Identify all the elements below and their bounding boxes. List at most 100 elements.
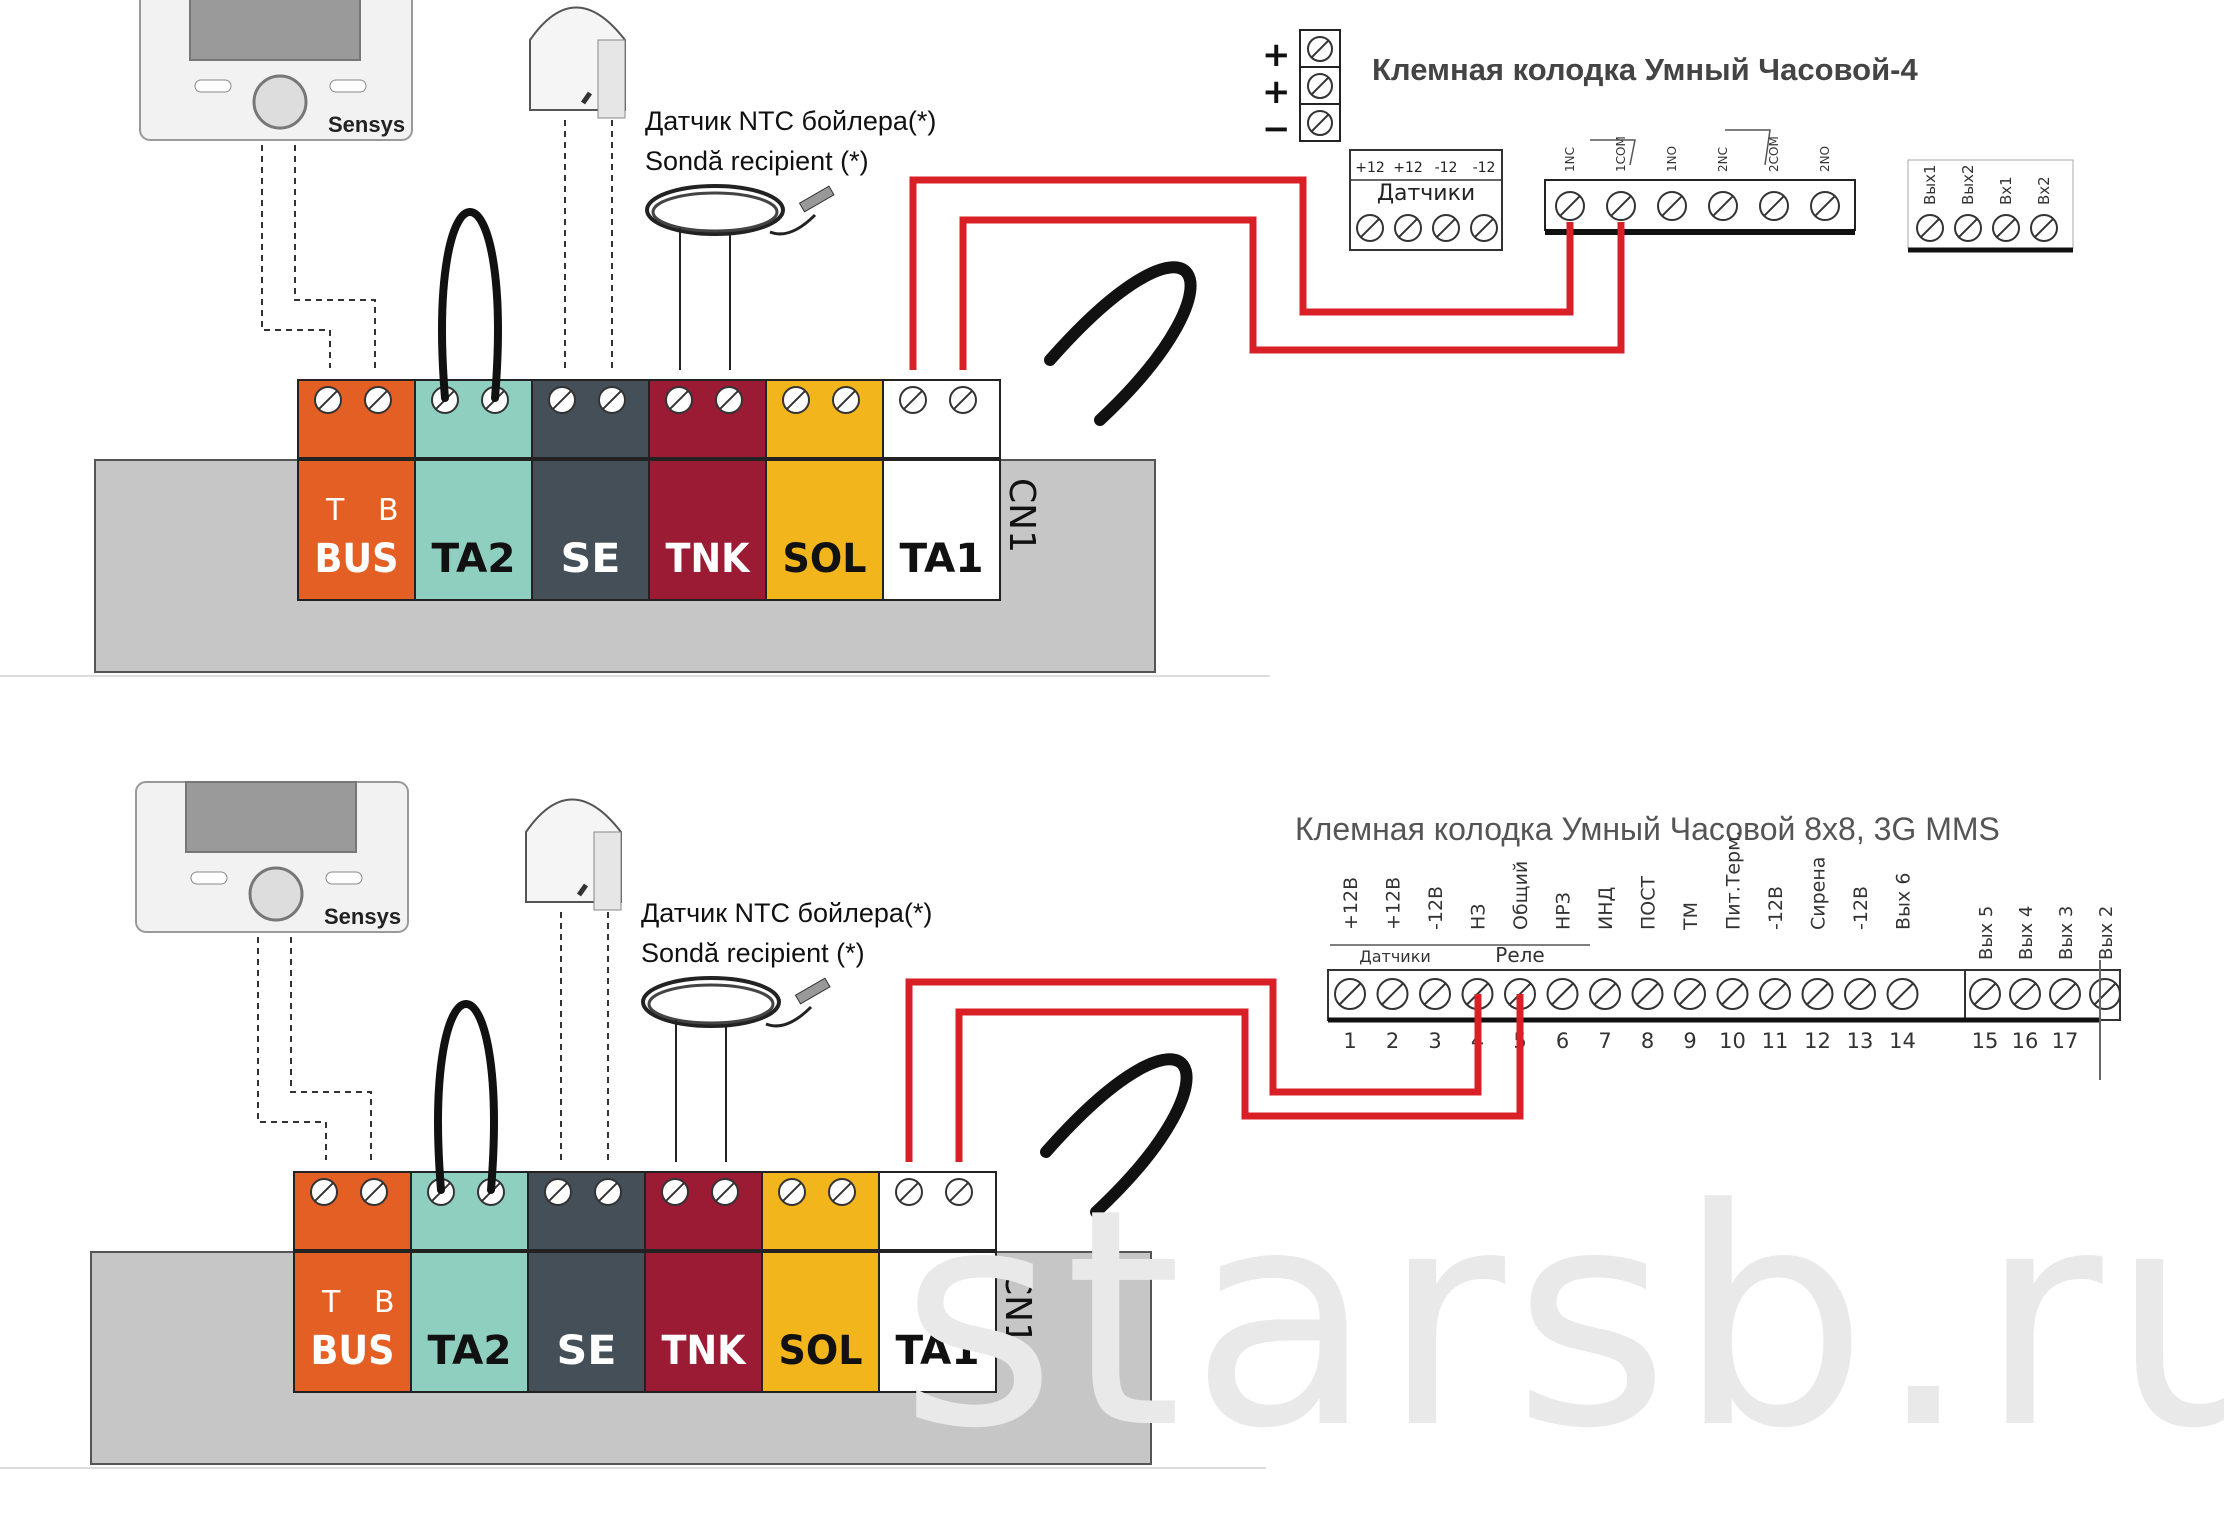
terminal-label-se: SE bbox=[561, 536, 621, 582]
relay-block bbox=[1544, 179, 1856, 231]
bus-sub-t: T bbox=[321, 1285, 341, 1320]
screw-terminal-icon bbox=[895, 1178, 923, 1206]
terminal-block-sol: SOL bbox=[765, 379, 884, 601]
screw-slot bbox=[1310, 113, 1330, 133]
thermostat-icon: Sensys bbox=[139, 0, 413, 141]
ta2-jumper-wire bbox=[438, 208, 502, 402]
screw-slot bbox=[1310, 76, 1330, 96]
jumper-wire-icon bbox=[1044, 261, 1197, 426]
sensor-cell-label: +12 bbox=[1393, 160, 1423, 176]
terminal-label: ТМ bbox=[1680, 902, 1702, 931]
screw-slot bbox=[1712, 195, 1734, 217]
terminal-label-bus: BUS bbox=[315, 536, 399, 582]
screw-slot bbox=[782, 1182, 802, 1202]
bus-sub-t: T bbox=[325, 493, 345, 528]
screw-terminal-icon bbox=[1334, 978, 1366, 1010]
screw-terminal-icon bbox=[2009, 978, 2041, 1010]
screw-terminal-icon bbox=[832, 386, 860, 414]
terminal-top-bus bbox=[293, 1171, 412, 1251]
screw-terminal-icon bbox=[1759, 978, 1791, 1010]
relay-label: 1COM bbox=[1614, 136, 1628, 172]
terminal-face-ta2 bbox=[414, 459, 533, 601]
screw-slot bbox=[665, 1182, 685, 1202]
probe-label-ru: Датчик NTC бойлера(*) bbox=[645, 106, 936, 136]
terminal-block-bus: BUS bbox=[297, 379, 416, 601]
terminal-number: 2 bbox=[1386, 1029, 1399, 1053]
red-wire-2 bbox=[955, 994, 1524, 1162]
terminal-number: 13 bbox=[1847, 1029, 1874, 1053]
screw-slot bbox=[786, 390, 806, 410]
bus-cable-t bbox=[261, 145, 331, 368]
terminal-face-ta1 bbox=[882, 459, 1001, 601]
screw-slot bbox=[1610, 195, 1632, 217]
screw-slot bbox=[314, 1182, 334, 1202]
screw-slot bbox=[1310, 39, 1330, 59]
sensor-cell-label: +12 bbox=[1355, 160, 1385, 176]
extra-terminal-label: Вых 5 bbox=[1976, 906, 1997, 960]
terminal-top-se bbox=[527, 1171, 646, 1251]
terminal-label: НЗ bbox=[1468, 904, 1490, 930]
extra-terminal-number: 16 bbox=[2012, 1029, 2039, 1053]
probe-coil-1 bbox=[645, 184, 785, 236]
output-label: Вых1 bbox=[1921, 164, 1939, 205]
ntc-probe-icon bbox=[645, 184, 835, 236]
screw-terminal-icon bbox=[594, 1178, 622, 1206]
terminal-number: 8 bbox=[1641, 1029, 1654, 1053]
screw-terminal-icon bbox=[828, 1178, 856, 1206]
thermostat-brand: Sensys bbox=[324, 904, 401, 929]
output-label: Вых2 bbox=[1959, 164, 1977, 205]
screw-terminal-icon bbox=[1606, 191, 1636, 221]
bus-cable-b bbox=[290, 937, 372, 1160]
screw-terminal-icon bbox=[715, 386, 743, 414]
screw-terminal-icon bbox=[598, 386, 626, 414]
terminal-face-sol bbox=[765, 459, 884, 601]
thermostat-button-left bbox=[190, 871, 228, 885]
screw-slot bbox=[1593, 982, 1617, 1006]
screw-slot bbox=[1423, 982, 1447, 1006]
screw-terminal-icon bbox=[1708, 191, 1738, 221]
screw-terminal-icon bbox=[1716, 978, 1749, 1010]
power-sign: + bbox=[1262, 35, 1291, 75]
screw-terminal-icon bbox=[1555, 191, 1585, 221]
screw-terminal-icon bbox=[1631, 978, 1664, 1010]
screw-slot bbox=[899, 1182, 919, 1202]
relay-label: 2COM bbox=[1767, 136, 1781, 172]
terminal-label: Вых 6 bbox=[1893, 873, 1915, 930]
screw-terminal-icon bbox=[1810, 191, 1840, 221]
terminal-label: +12В bbox=[1383, 877, 1405, 930]
outdoor-sensor-icon bbox=[529, 6, 626, 119]
terminal-top-bus bbox=[297, 379, 416, 459]
power-sign: + bbox=[1262, 72, 1291, 112]
bus-cable-t bbox=[257, 937, 327, 1160]
screw-terminal-icon bbox=[782, 386, 810, 414]
probe-coil-2 bbox=[651, 191, 779, 233]
terminal-face-tnk bbox=[644, 1251, 763, 1393]
terminal-number: 1 bbox=[1343, 1029, 1356, 1053]
terminal-block-ta1: TA1 bbox=[878, 1171, 997, 1393]
screw-slot bbox=[903, 390, 923, 410]
extra-terminal-number: 17 bbox=[2052, 1029, 2079, 1053]
screw-slot bbox=[1958, 218, 1978, 238]
screw-slot bbox=[1381, 982, 1404, 1006]
screw-terminal-icon bbox=[949, 386, 977, 414]
terminal-block-sol: SOL bbox=[761, 1171, 880, 1393]
screw-slot bbox=[1338, 982, 1362, 1006]
terminal-label: -12В bbox=[1765, 886, 1787, 930]
screw-slot bbox=[598, 1182, 618, 1202]
bus-sub-b: B bbox=[378, 493, 399, 528]
screw-slot bbox=[832, 1182, 852, 1202]
screw-terminal-icon bbox=[1801, 978, 1834, 1010]
probe-lead bbox=[769, 213, 817, 236]
terminal-face-ta1 bbox=[878, 1251, 997, 1393]
screw-slot bbox=[548, 1182, 568, 1202]
screw-terminal-icon bbox=[1376, 978, 1409, 1010]
screw-terminal-icon bbox=[314, 386, 342, 414]
sensor-cell-label: -12 bbox=[1435, 160, 1458, 176]
screw-terminal-icon bbox=[1307, 36, 1333, 62]
connector-label: CN1 bbox=[997, 1270, 1038, 1345]
probe-coil-1 bbox=[641, 976, 781, 1028]
terminal-number: 10 bbox=[1719, 1029, 1746, 1053]
output-label: Вх2 bbox=[2035, 176, 2053, 205]
